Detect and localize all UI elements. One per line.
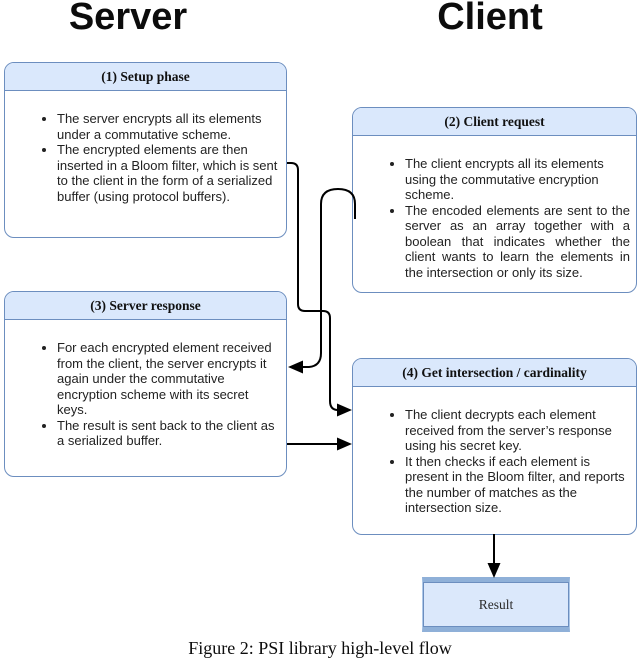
box-title-server-response: (3) Server response <box>5 292 286 320</box>
bullet-item: The client encrypts all its elements usi… <box>405 156 630 203</box>
bullet-item: The encoded elements are sent to the ser… <box>405 203 630 281</box>
box-title-setup: (1) Setup phase <box>5 63 286 91</box>
arrowhead-into-box4-bottom <box>337 437 352 451</box>
column-header-client: Client <box>437 0 543 38</box>
phase-box-server-response: (3) Server response For each encrypted e… <box>4 291 287 477</box>
bullet-item: For each encrypted element received from… <box>57 340 280 418</box>
box-title-client-request: (2) Client request <box>353 108 636 136</box>
box-bullets-client-request: The client encrypts all its elements usi… <box>353 136 636 280</box>
phase-box-get-intersection: (4) Get intersection / cardinality The c… <box>352 358 637 535</box>
box-bullets-setup: The server encrypts all its elements und… <box>5 91 286 204</box>
bullet-item: The client decrypts each element receive… <box>405 407 630 454</box>
phase-box-setup: (1) Setup phase The server encrypts all … <box>4 62 287 238</box>
arrowhead-into-result <box>487 563 501 578</box>
box-title-get-intersection: (4) Get intersection / cardinality <box>353 359 636 387</box>
result-label: Result <box>478 596 514 612</box>
bullet-item: The encrypted elements are then inserted… <box>57 142 280 204</box>
arrow-setup-to-intersection <box>287 162 339 411</box>
result-box: Result <box>422 577 570 632</box>
arrowhead-into-box4-top <box>337 403 352 417</box>
phase-box-client-request: (2) Client request The client encrypts a… <box>352 107 637 293</box>
figure-caption: Figure 2: PSI library high-level flow <box>188 638 452 658</box>
bullet-item: The result is sent back to the client as… <box>57 418 280 449</box>
box-bullets-get-intersection: The client decrypts each element receive… <box>353 387 636 516</box>
arrow-request-to-response <box>302 188 356 368</box>
bullet-item: It then checks if each element is presen… <box>405 454 630 516</box>
box-bullets-server-response: For each encrypted element received from… <box>5 320 286 449</box>
bullet-item: The server encrypts all its elements und… <box>57 111 280 142</box>
arrowhead-into-box3 <box>288 360 303 374</box>
column-header-server: Server <box>68 0 188 38</box>
